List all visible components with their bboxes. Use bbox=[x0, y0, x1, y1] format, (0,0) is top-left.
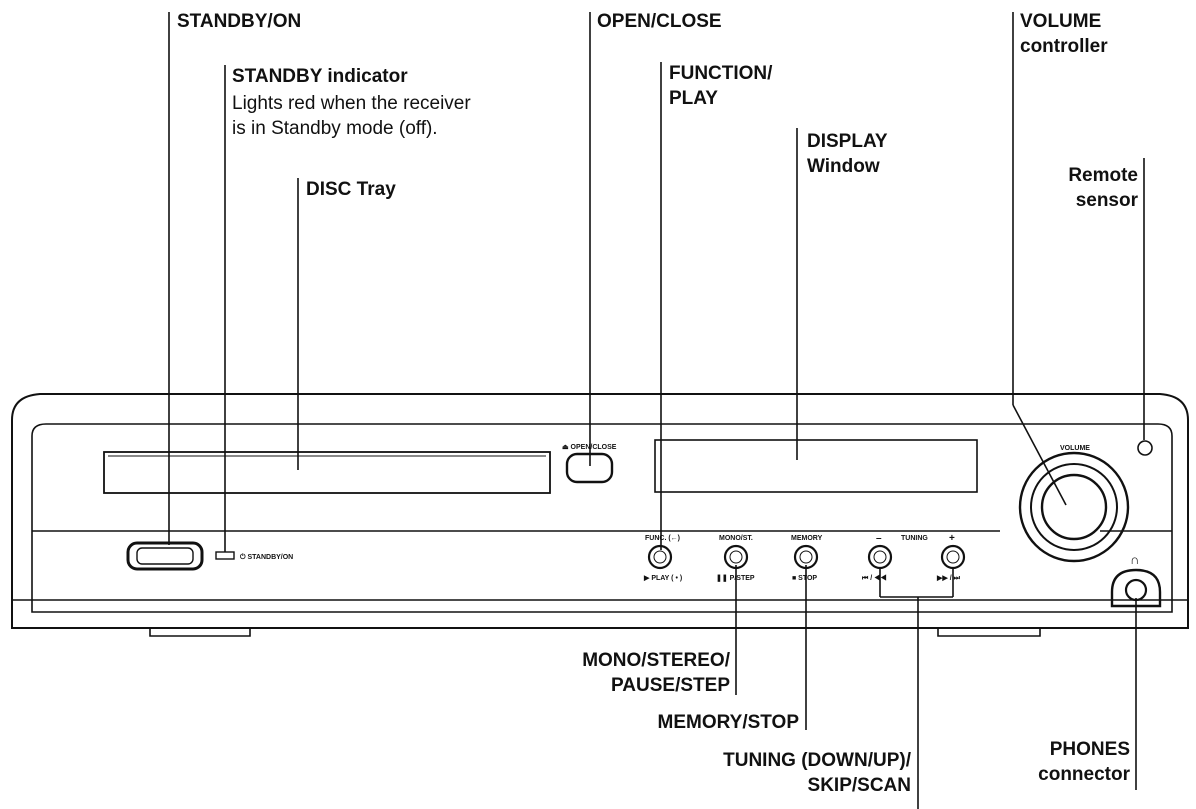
callout-open-close: OPEN/CLOSE bbox=[597, 11, 722, 32]
panel-label-skip-back: ⏮ / ◀◀ bbox=[862, 574, 887, 582]
callout-disc-tray: DISC Tray bbox=[306, 179, 396, 200]
panel-label-tuning-plus: + bbox=[949, 533, 955, 544]
foot-left bbox=[149, 628, 251, 637]
panel-label-volume: VOLUME bbox=[1060, 445, 1090, 452]
tuning-line-1: TUNING (DOWN/UP)/ bbox=[723, 750, 911, 771]
panel-label-stop: ■ STOP bbox=[792, 575, 817, 582]
panel-label-func: FUNC. (←) bbox=[645, 535, 680, 542]
foot-right bbox=[937, 628, 1041, 637]
panel-label-tuning-minus: – bbox=[876, 533, 882, 544]
phones-jack bbox=[1110, 568, 1162, 608]
mono-stereo-line-2: PAUSE/STEP bbox=[611, 675, 730, 696]
callout-function-play: FUNCTION/ PLAY bbox=[669, 61, 772, 111]
phones-line-1: PHONES bbox=[1049, 739, 1130, 760]
callout-phones-connector: PHONES connector bbox=[1038, 737, 1130, 787]
callout-standby-indicator-desc: Lights red when the receiver is in Stand… bbox=[232, 91, 471, 141]
disc-tray bbox=[103, 451, 551, 494]
standby-button bbox=[126, 541, 204, 571]
display-window-line-1: DISPLAY bbox=[807, 131, 888, 152]
standby-indicator-desc-line-2: is in Standby mode (off). bbox=[232, 118, 438, 139]
remote-sensor bbox=[1137, 440, 1153, 456]
function-play-line-1: FUNCTION/ bbox=[669, 63, 773, 84]
mono-stereo-pause-button bbox=[723, 544, 749, 570]
callout-remote-sensor: Remote sensor bbox=[1068, 163, 1138, 213]
tuning-line-2: SKIP/SCAN bbox=[807, 775, 911, 796]
tuning-up-button bbox=[940, 544, 966, 570]
volume-controller-line-1: VOLUME bbox=[1020, 11, 1102, 32]
callout-volume-controller: VOLUME controller bbox=[1020, 9, 1108, 59]
phones-line-2: connector bbox=[1038, 764, 1130, 785]
function-play-button bbox=[647, 544, 673, 570]
standby-indicator-led bbox=[215, 551, 235, 560]
callout-tuning-skip-scan: TUNING (DOWN/UP)/ SKIP/SCAN bbox=[723, 748, 911, 798]
panel-label-phones: ∩ bbox=[1130, 552, 1139, 567]
panel-label-tuning: TUNING bbox=[901, 535, 928, 542]
function-play-line-2: PLAY bbox=[669, 88, 718, 109]
volume-controller-line-2: controller bbox=[1020, 36, 1108, 57]
panel-label-play: ▶ PLAY ( • ) bbox=[643, 575, 682, 582]
tuning-down-button bbox=[867, 544, 893, 570]
panel-label-memory: MEMORY bbox=[791, 535, 823, 542]
volume-knob bbox=[1018, 451, 1130, 563]
callout-standby-on: STANDBY/ON bbox=[177, 11, 302, 32]
standby-indicator-desc-line-1: Lights red when the receiver bbox=[232, 93, 471, 114]
remote-sensor-line-2: sensor bbox=[1075, 190, 1138, 211]
panel-label-standby-on: ⏻ STANDBY/ON bbox=[240, 553, 293, 561]
callout-standby-indicator: STANDBY indicator bbox=[232, 66, 408, 87]
front-bezel bbox=[31, 423, 1173, 613]
callout-mono-stereo-pause-step: MONO/STEREO/ PAUSE/STEP bbox=[582, 648, 730, 698]
mono-stereo-line-1: MONO/STEREO/ bbox=[582, 650, 730, 671]
callout-display-window: DISPLAY Window bbox=[807, 129, 888, 179]
callout-memory-stop: MEMORY/STOP bbox=[657, 712, 799, 733]
panel-label-skip-fwd: ▶▶ / ⏭ bbox=[936, 575, 961, 582]
panel-label-mono-st: MONO/ST. bbox=[719, 535, 753, 542]
receiver-body bbox=[11, 393, 1189, 629]
remote-sensor-line-1: Remote bbox=[1068, 165, 1138, 186]
memory-stop-button bbox=[793, 544, 819, 570]
display-window-line-2: Window bbox=[807, 156, 880, 177]
display-window bbox=[654, 439, 978, 493]
